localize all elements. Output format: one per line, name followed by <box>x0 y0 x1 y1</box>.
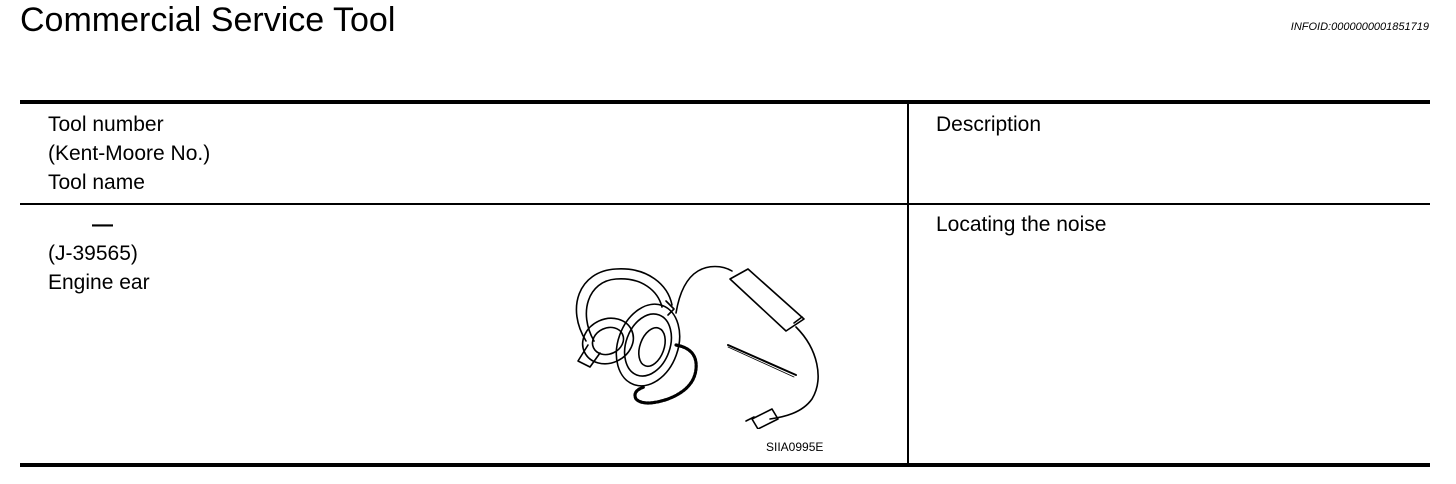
page-title: Commercial Service Tool <box>20 1 396 39</box>
column-divider <box>907 104 909 463</box>
info-id: INFOID:0000000001851719 <box>1290 21 1429 33</box>
kent-moore-number: (J-39565) <box>48 242 138 265</box>
tool-description: Locating the noise <box>936 213 1107 236</box>
service-tool-table: Tool number (Kent-Moore No.) Tool name D… <box>20 100 1430 467</box>
header-kent-moore-label: (Kent-Moore No.) <box>48 142 211 165</box>
row-divider <box>20 203 1430 205</box>
header-tool-number-label: Tool number <box>48 113 164 136</box>
figure-code: SIIA0995E <box>766 440 824 454</box>
tool-number: — <box>92 213 113 236</box>
row-tool-info: — (J-39565) Engine ear <box>48 210 150 297</box>
tool-name: Engine ear <box>48 271 150 294</box>
headphones-probe-icon <box>575 265 819 429</box>
header-tool-name-label: Tool name <box>48 171 145 194</box>
header-tool-info: Tool number (Kent-Moore No.) Tool name <box>48 110 210 197</box>
header-description-label: Description <box>936 113 1042 136</box>
